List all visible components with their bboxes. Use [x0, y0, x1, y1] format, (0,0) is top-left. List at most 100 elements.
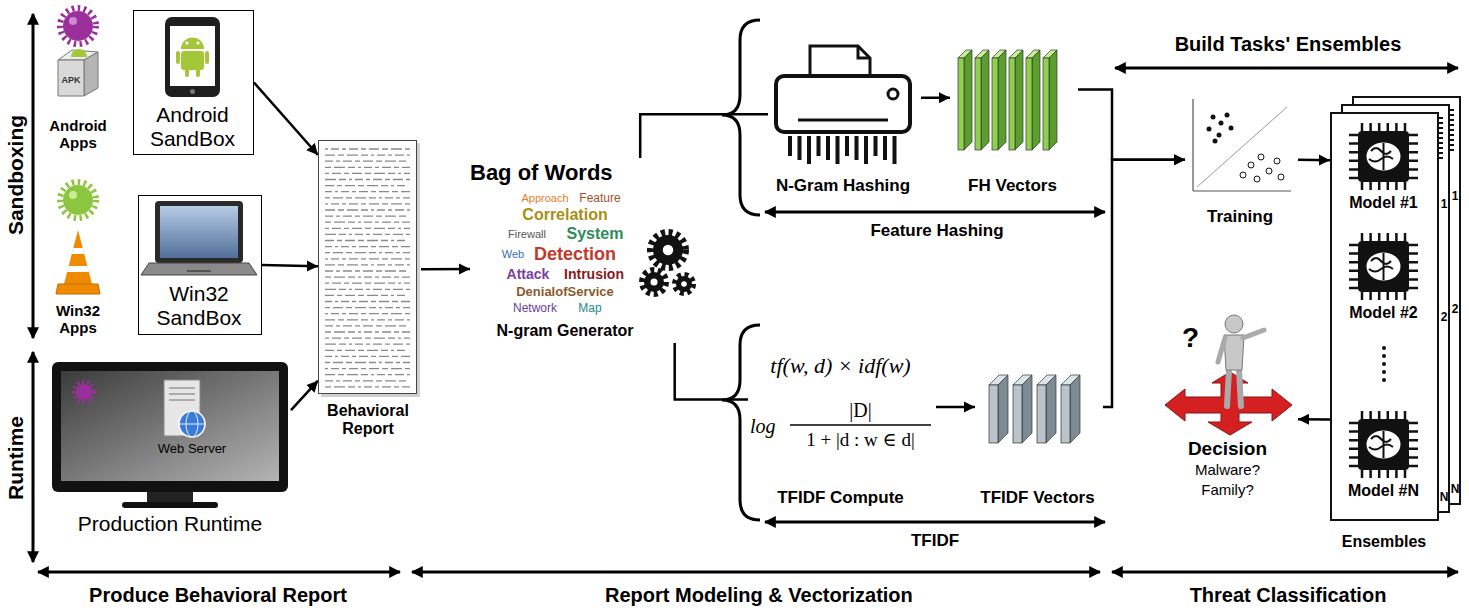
icon-text: APK: [58, 75, 84, 85]
training-plot-art: [1240, 172, 1246, 178]
vlc-icon: [64, 230, 92, 284]
span-arrow: [1112, 571, 1458, 574]
production-monitor-art: [52, 362, 288, 492]
ngram-generator-art: [653, 235, 683, 265]
tfidf-vectors-art: [1022, 375, 1032, 443]
malware-icon: [60, 8, 96, 44]
word-cloud-term: Feature: [560, 192, 640, 206]
training-plot-art: [1229, 126, 1234, 131]
node-text: Ensembles: [1330, 533, 1438, 551]
span-arrow: [765, 211, 1105, 214]
connector: [1078, 90, 1185, 160]
word-cloud-term: Map: [575, 302, 605, 316]
word-cloud-term: Attack: [498, 266, 558, 282]
behavioral-report-art: [319, 141, 417, 394]
ngram-generator-art: [663, 245, 674, 256]
tfidf-compute: tf(w, d) × idf(w)log|D|1 + |d : w ∈ d|TF…: [748, 345, 936, 510]
training-plot-art: [1211, 115, 1216, 120]
sandbox-box-art: [181, 38, 204, 50]
ensemble-stack-art: [1438, 110, 1454, 158]
axis-arrow: [32, 14, 35, 562]
card-number: 1: [1450, 190, 1461, 204]
fh-vectors-art: [964, 50, 972, 150]
node-text: N-Gram Hashing: [768, 176, 918, 196]
model-chip-art: [1349, 233, 1418, 300]
training-plot-art: [1225, 113, 1230, 118]
span-label: TFIDF: [785, 531, 1085, 551]
connector: [640, 114, 768, 158]
fh-vectors-art: [1043, 58, 1049, 150]
fh-vectors-art: [992, 58, 998, 150]
node-text: Win32 SandBox: [139, 282, 259, 330]
malware-icon: [60, 182, 96, 218]
fh-vectors-art: [981, 50, 989, 150]
fh-vectors-art: [998, 50, 1006, 150]
decision-figure-art: [1224, 335, 1244, 370]
ngram-generator-art: [651, 279, 658, 286]
sandbox-box: Android SandBox: [133, 10, 254, 155]
icon-caption: Android Apps: [44, 117, 112, 152]
training-plot-art: [1213, 139, 1218, 144]
span-label: Build Tasks' Ensembles: [1138, 33, 1438, 56]
sandbox-box-art: [160, 206, 238, 258]
production-monitor-art: [61, 371, 279, 481]
axis-label: Sandboxing: [4, 75, 28, 275]
training-plot-art: [1258, 154, 1264, 160]
connector: [1103, 160, 1185, 407]
apk-icon: [58, 49, 98, 96]
node-text: 1 + |d : w ∈ d|: [788, 429, 933, 451]
node-text: Model #1: [1336, 194, 1431, 212]
sandbox-box-art: [196, 68, 200, 77]
card-number: 2: [1450, 303, 1461, 317]
brace: [722, 20, 760, 520]
fh-vectors: FH Vectors: [950, 40, 1078, 205]
training-plot-art: [1197, 107, 1287, 187]
production-monitor-art: [179, 424, 205, 425]
node-text: Model #2: [1336, 304, 1431, 322]
ngram-generator-art: [644, 272, 664, 292]
axis-label: Runtime: [4, 358, 28, 558]
fh-vectors-art: [1049, 50, 1057, 150]
vlc-icon: [56, 230, 100, 294]
node-text: log: [750, 415, 776, 438]
production-monitor-art: [169, 388, 195, 400]
model-chip: Model #1: [1336, 118, 1434, 218]
connector: [1298, 418, 1330, 421]
sandbox-box-art: [170, 26, 215, 86]
ensemble-stack-art: [1382, 362, 1386, 366]
connector: [254, 83, 318, 156]
apk-icon: [71, 49, 87, 57]
word-cloud-term: Approach: [505, 192, 585, 205]
word-cloud-term: Correlation: [500, 206, 630, 224]
connector: [921, 97, 950, 100]
ensemble-stack-art: [1382, 354, 1386, 358]
vlc-icon: [56, 284, 100, 294]
tfidf-vectors-art: [1013, 385, 1022, 443]
card-number: 1: [1439, 198, 1450, 212]
decision-figure-art: [1239, 370, 1241, 406]
decision-figure-art: [1225, 315, 1243, 333]
ngram-generator-art: [676, 276, 692, 292]
node-text: N-gram Generator: [470, 322, 660, 340]
node-text: FH Vectors: [950, 176, 1075, 196]
node-text: |D|: [788, 399, 933, 422]
ngram-hashing: N-Gram Hashing: [768, 40, 921, 205]
span-label: Feature Hashing: [787, 221, 1087, 241]
sandbox-box-art: [190, 89, 195, 94]
production-monitor-art: [74, 382, 94, 402]
ensemble-stack: EnsemblesModel #1Model #2Model #N: [1330, 96, 1462, 558]
malware-icon: [63, 11, 93, 41]
vlc-icon: [72, 248, 84, 254]
tfidf-vectors: TFIDF Vectors: [975, 345, 1103, 510]
span-arrow: [765, 521, 1105, 524]
model-chip-art: [1349, 411, 1418, 478]
section-label: Report Modeling & Vectorization: [605, 584, 905, 607]
sandbox-box-art: [187, 270, 211, 272]
behavioral-report-art: [325, 149, 410, 387]
ngram-hashing-art: [858, 46, 870, 58]
training-plot-art: [1274, 158, 1280, 164]
node-text: Malware?: [1160, 461, 1295, 478]
model-chip-art: [1369, 431, 1393, 458]
ngram-hashing-art: [790, 136, 895, 164]
